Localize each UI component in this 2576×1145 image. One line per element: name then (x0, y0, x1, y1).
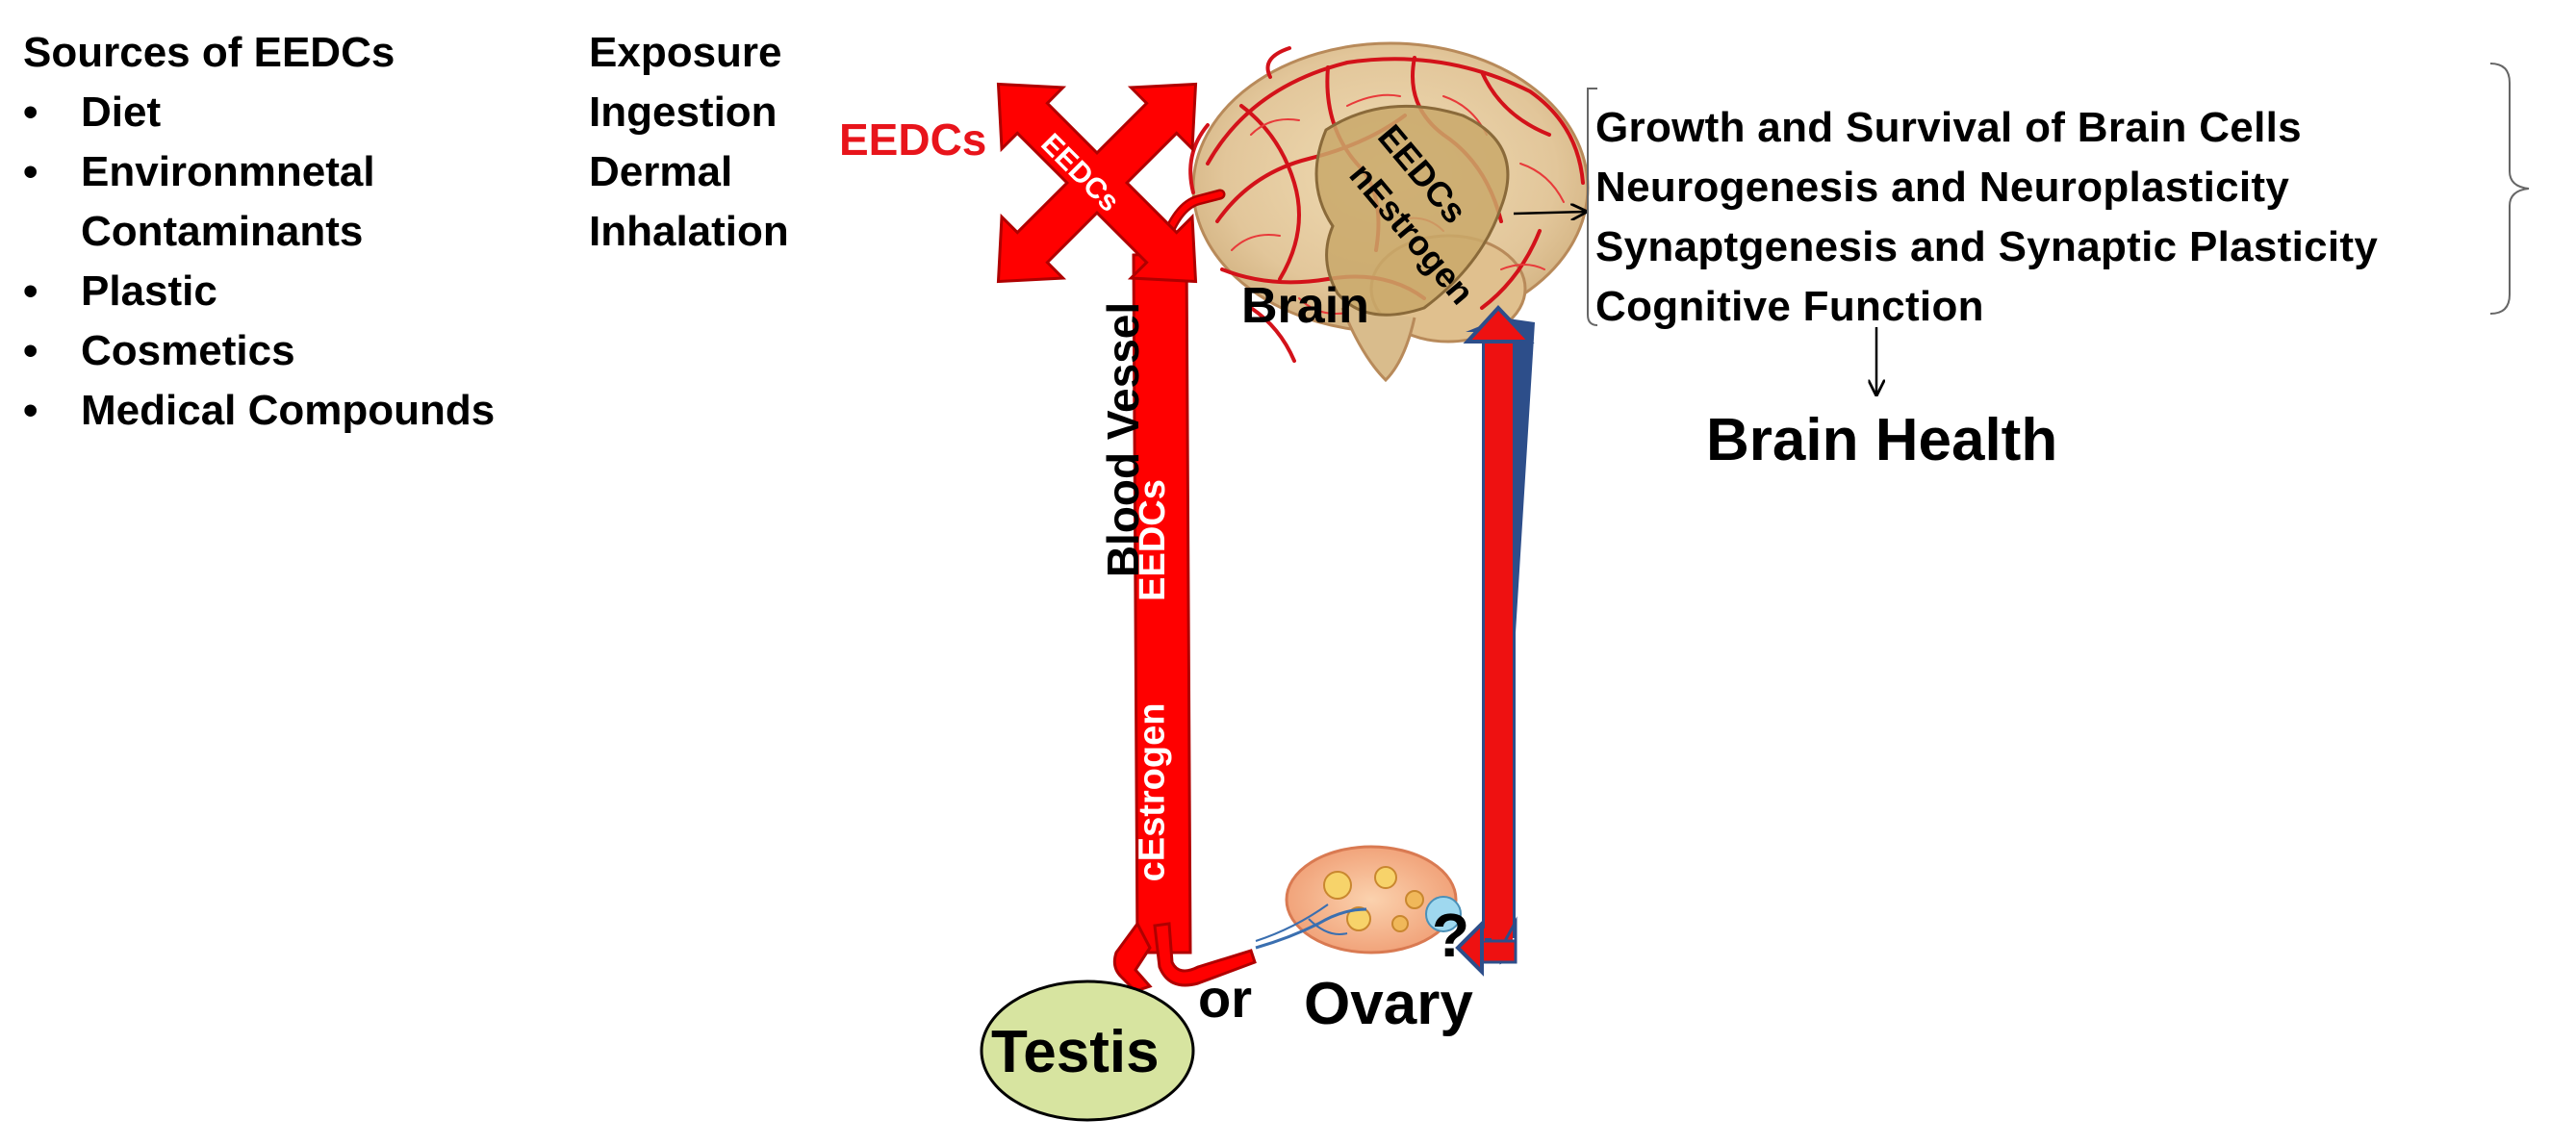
vessel-branch-testis (1112, 921, 1153, 993)
sources-list: Diet Environmnetal Contaminants Plastic … (23, 83, 495, 441)
source-item-diet: Diet (23, 83, 495, 142)
exposure-routes: Ingestion Dermal Inhalation (589, 83, 789, 262)
source-item-contaminants: Contaminants (81, 208, 364, 255)
brain-label: Brain (1241, 278, 1369, 334)
ovary-question-mark: ? (1432, 901, 1470, 970)
effects-bracket-left (1587, 88, 1598, 326)
ovary-label: Ovary (1304, 971, 1473, 1037)
sources-title: Sources of EEDCs (23, 29, 395, 76)
effect-synaptogenesis: Synaptgenesis and Synaptic Plasticity (1595, 223, 2379, 270)
exposure-route-inhalation: Inhalation (589, 208, 789, 255)
exposure-route-dermal: Dermal (589, 148, 733, 195)
testis-label: Testis (991, 1019, 1160, 1085)
brain-to-effects-arrow (1513, 212, 1586, 214)
exposure-title: Exposure (589, 29, 782, 76)
vessel-cestrogen-label: cEstrogen (1132, 702, 1173, 882)
brain-effects-list: Growth and Survival of Brain Cells Neuro… (1595, 98, 2378, 337)
effect-cognitive-function: Cognitive Function (1595, 283, 1984, 330)
ovary-to-brain-arrow (1455, 305, 1535, 977)
source-item-plastic: Plastic (23, 262, 495, 321)
brain-illustration (1188, 41, 1590, 383)
effects-bracket-right (2489, 63, 2530, 315)
effect-growth-survival: Growth and Survival of Brain Cells (1595, 104, 2302, 151)
exposure-route-ingestion: Ingestion (589, 89, 778, 136)
eedcs-entry-label: EEDCs (839, 114, 987, 165)
source-item-environmental: Environmnetal (23, 142, 495, 202)
effect-neurogenesis: Neurogenesis and Neuroplasticity (1595, 164, 2290, 211)
brain-health-label: Brain Health (1706, 407, 2058, 473)
or-label: or (1198, 968, 1252, 1029)
ovary-illustration (1255, 845, 1462, 954)
eedcs-four-way-arrow (996, 82, 1198, 284)
vessel-eedcs-label: EEDCs (1132, 479, 1173, 601)
vessel-branch-ovary (1153, 922, 1257, 987)
source-item-medical: Medical Compounds (23, 381, 495, 441)
source-item-cosmetics: Cosmetics (23, 321, 495, 381)
testis-oval (980, 980, 1195, 1122)
